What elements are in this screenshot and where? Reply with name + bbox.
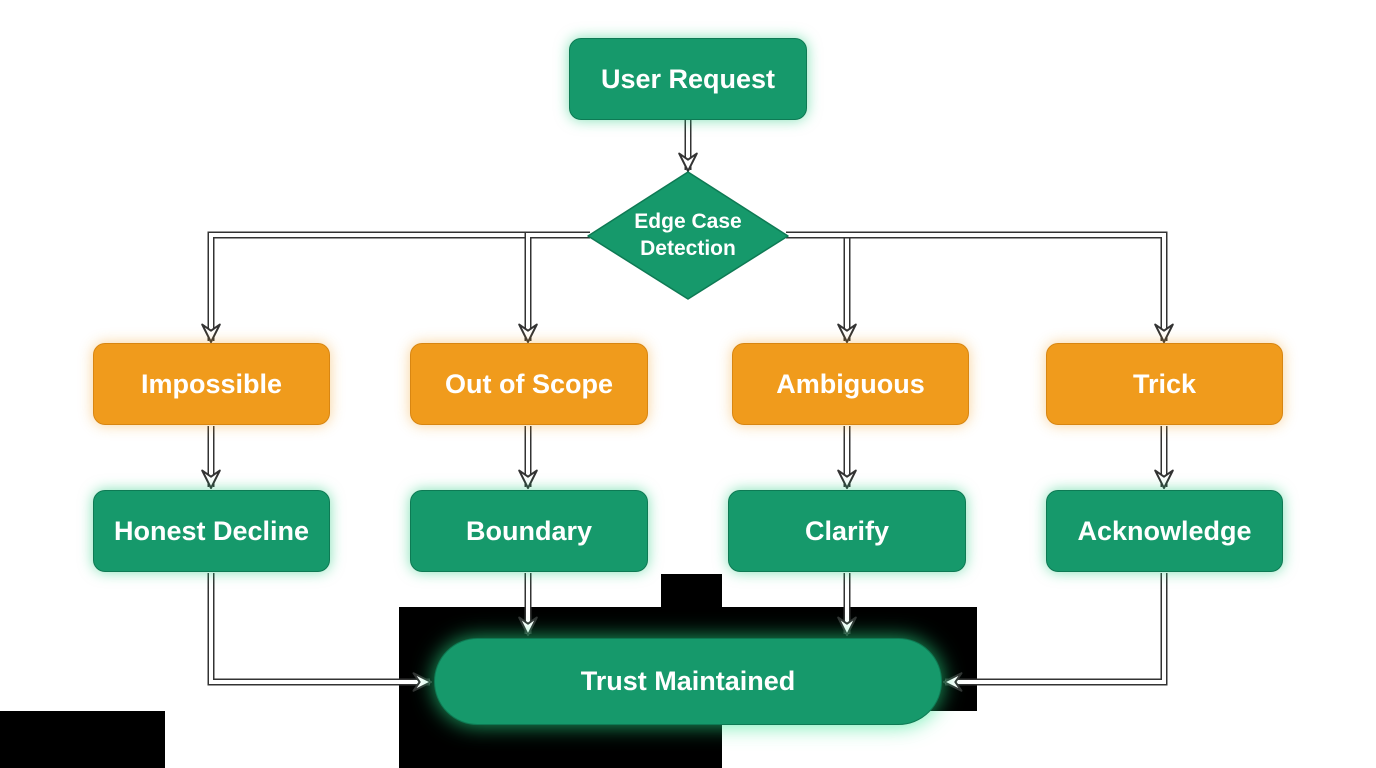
category-node-trick: Trick xyxy=(1046,343,1283,425)
start-node-user-request: User Request xyxy=(569,38,807,120)
category-node-ambiguous: Ambiguous xyxy=(732,343,969,425)
category-node-out-of-scope: Out of Scope xyxy=(410,343,648,425)
connector-decision-impossible xyxy=(201,231,590,344)
response-node-clarify: Clarify xyxy=(728,490,966,572)
response-node-honest-decline: Honest Decline xyxy=(93,490,330,572)
connector-acknowledge-end xyxy=(942,573,1168,692)
response-node-acknowledge: Acknowledge xyxy=(1046,490,1283,572)
decision-diamond xyxy=(587,171,789,300)
redaction-block-left xyxy=(0,711,165,768)
connector-honest-decline-end xyxy=(207,573,433,692)
category-node-impossible: Impossible xyxy=(93,343,330,425)
response-node-boundary: Boundary xyxy=(410,490,648,572)
decision-label-edge-case-detection: Edge Case Detection xyxy=(634,210,742,260)
connector-decision-trick xyxy=(786,231,1174,344)
end-node-trust-maintained: Trust Maintained xyxy=(434,638,942,725)
connector-decision-ambiguous xyxy=(786,231,857,344)
connector-decision-out-of-scope xyxy=(518,231,590,344)
